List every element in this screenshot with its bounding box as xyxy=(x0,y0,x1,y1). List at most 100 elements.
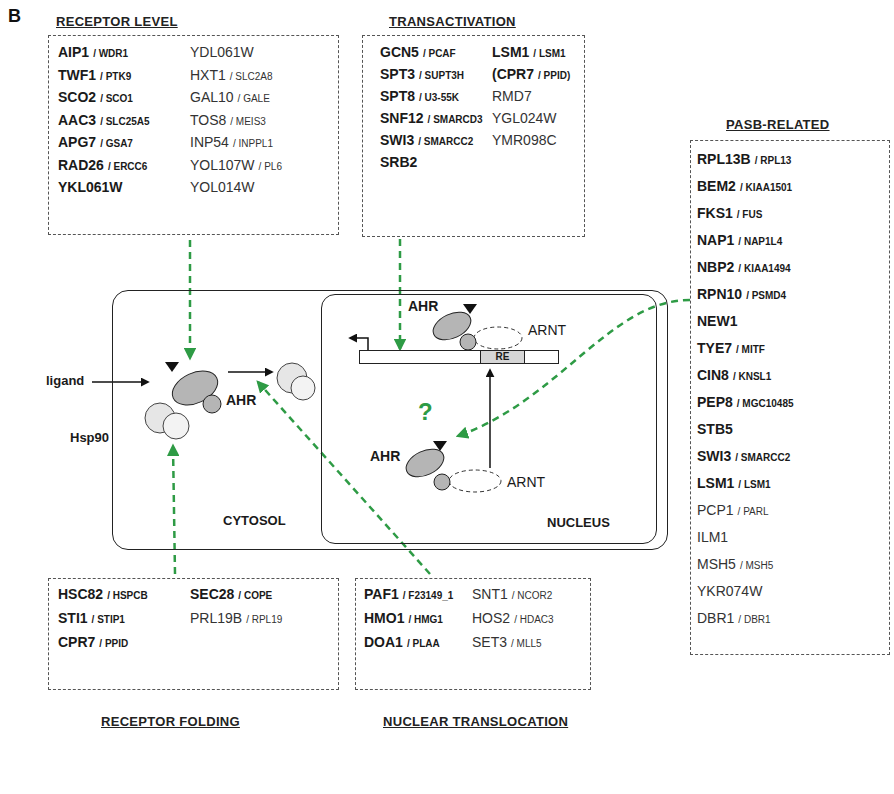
yeast-gene: PRL19B xyxy=(190,610,242,626)
human-ortholog: / KIAA1501 xyxy=(740,182,792,193)
gene-row: NBP2 / KIAA1494 xyxy=(697,253,811,280)
yeast-gene: HMO1 xyxy=(364,610,404,626)
yeast-gene: MSH5 xyxy=(697,556,736,572)
yeast-gene: NAP1 xyxy=(697,232,734,248)
gene-row: BEM2 / KIAA1501 xyxy=(697,172,811,199)
panel-letter: B xyxy=(8,6,21,27)
human-ortholog: / PPID xyxy=(99,638,128,649)
gene-row: HOS2 / HDAC3 xyxy=(472,606,576,630)
dna-bar: RE xyxy=(359,350,559,364)
ligand-label: ligand xyxy=(46,373,84,388)
human-ortholog: / SLC2A8 xyxy=(230,71,273,82)
human-ortholog: / GALE xyxy=(238,93,270,104)
human-ortholog: / INPPL1 xyxy=(233,138,273,149)
yeast-gene: YOL107W xyxy=(190,157,255,173)
human-ortholog: / SCO1 xyxy=(100,93,133,104)
yeast-gene: INP54 xyxy=(190,134,229,150)
gene-row: TWF1/ PTK9 xyxy=(58,64,184,87)
human-ortholog: / STIP1 xyxy=(92,614,125,625)
yeast-gene: APG7 xyxy=(58,134,96,150)
gene-row: CIN8/ KNSL1 xyxy=(697,361,811,388)
gene-row: YMR098C xyxy=(492,129,570,151)
gene-row: GAL10/ GALE xyxy=(190,86,324,109)
gene-group-box: TRANSACTIVATIONGCN5/ PCAFSPT3/ SUPT3HSPT… xyxy=(362,35,585,237)
gene-row: RPL13B/ RPL13 xyxy=(697,145,811,172)
human-ortholog: / GSA7 xyxy=(100,138,133,149)
human-ortholog: / SMARCC2 xyxy=(418,136,473,147)
yeast-gene: GCN5 xyxy=(380,44,419,60)
yeast-gene: STB5 xyxy=(697,421,733,437)
gene-row: INP54 / INPPL1 xyxy=(190,131,324,154)
human-ortholog: / KNSL1 xyxy=(733,371,771,382)
human-ortholog: / F23149_1 xyxy=(403,590,454,601)
gene-row: YDL061W xyxy=(190,41,324,64)
gene-row: SPT8 / U3-55K xyxy=(380,85,486,107)
yeast-gene: LSM1 xyxy=(697,475,734,491)
gene-row: RPN10/ PSMD4 xyxy=(697,280,811,307)
human-ortholog: / WDR1 xyxy=(93,48,128,59)
gene-column: HSC82/ HSPCBSTI1/ STIP1CPR7/ PPID xyxy=(58,582,190,654)
gene-row: SNT1 / NCOR2 xyxy=(472,582,576,606)
human-ortholog: / U3-55K xyxy=(419,92,459,103)
yeast-gene: SWI3 xyxy=(697,448,731,464)
yeast-gene: SCO2 xyxy=(58,89,96,105)
gene-row: FKS1/ FUS xyxy=(697,199,811,226)
human-ortholog: / KIAA1494 xyxy=(738,263,790,274)
question-mark: ? xyxy=(418,398,433,426)
gene-row: YGL024W xyxy=(492,107,570,129)
group-heading: NUCLEAR TRANSLOCATION xyxy=(383,714,568,729)
group-heading: PASB-RELATED xyxy=(726,117,830,132)
human-ortholog: / MGC10485 xyxy=(737,398,794,409)
yeast-gene: AAC3 xyxy=(58,112,96,128)
gene-row: RMD7 xyxy=(492,85,570,107)
gene-row: RAD26/ ERCC6 xyxy=(58,154,184,177)
yeast-gene: SNT1 xyxy=(472,586,508,602)
gene-row: GCN5/ PCAF xyxy=(380,41,486,63)
cell-compartment: CYTOSOLNUCLEUSRE xyxy=(112,290,668,550)
yeast-gene: NBP2 xyxy=(697,259,734,275)
human-ortholog: / PLAA xyxy=(407,638,440,649)
yeast-gene: HOS2 xyxy=(472,610,510,626)
gene-row: NEW1 xyxy=(697,307,811,334)
yeast-gene: AIP1 xyxy=(58,44,89,60)
yeast-gene: SPT8 xyxy=(380,88,415,104)
yeast-gene: TWF1 xyxy=(58,67,96,83)
gene-row: SEC28/ COPE xyxy=(190,582,324,606)
human-ortholog: / RPL13 xyxy=(755,155,792,166)
yeast-gene: SET3 xyxy=(472,634,507,650)
yeast-gene: YGL024W xyxy=(492,110,557,126)
compartment-label: NUCLEUS xyxy=(547,515,610,530)
gene-row: PCP1/ PARL xyxy=(697,496,811,523)
human-ortholog: / HDAC3 xyxy=(514,614,553,625)
human-ortholog: / SLC25A5 xyxy=(100,116,149,127)
human-ortholog: / PSMD4 xyxy=(746,290,786,301)
human-ortholog: / MITF xyxy=(736,344,765,355)
yeast-gene: BEM2 xyxy=(697,178,736,194)
gene-row: PRL19B / RPL19 xyxy=(190,606,324,630)
gene-column: GCN5/ PCAFSPT3/ SUPT3HSPT8/ U3-55KSNF12/… xyxy=(380,41,492,173)
yeast-gene: RAD26 xyxy=(58,157,104,173)
human-ortholog: / RPL19 xyxy=(246,614,282,625)
yeast-gene: PEP8 xyxy=(697,394,733,410)
gene-row: HMO1/ HMG1 xyxy=(364,606,466,630)
gene-row: STI1/ STIP1 xyxy=(58,606,184,630)
gene-row: SPT3/ SUPT3H xyxy=(380,63,486,85)
yeast-gene: YMR098C xyxy=(492,132,557,148)
human-ortholog: / SMARCC2 xyxy=(735,452,790,463)
yeast-gene: RMD7 xyxy=(492,88,532,104)
human-ortholog: / SUPT3H xyxy=(419,70,464,81)
gene-columns: GCN5/ PCAFSPT3/ SUPT3HSPT8/ U3-55KSNF12/… xyxy=(380,41,576,173)
yeast-gene: LSM1 xyxy=(492,44,529,60)
protein-label: AHR xyxy=(370,448,400,464)
yeast-gene: HSC82 xyxy=(58,586,103,602)
gene-column: RPL13B/ RPL13BEM2 / KIAA1501FKS1/ FUS NAP1… xyxy=(697,145,817,631)
yeast-gene: SWI3 xyxy=(380,132,414,148)
group-heading: TRANSACTIVATION xyxy=(389,14,516,29)
protein-label: AHR xyxy=(408,298,438,314)
gene-row: DOA1/ PLAA xyxy=(364,630,466,654)
protein-label: ARNT xyxy=(528,322,566,338)
human-ortholog: / NCOR2 xyxy=(512,590,553,601)
gene-row: TYE7/ MITF xyxy=(697,334,811,361)
yeast-gene: SEC28 xyxy=(190,586,234,602)
gene-row: DBR1/ DBR1 xyxy=(697,604,811,631)
